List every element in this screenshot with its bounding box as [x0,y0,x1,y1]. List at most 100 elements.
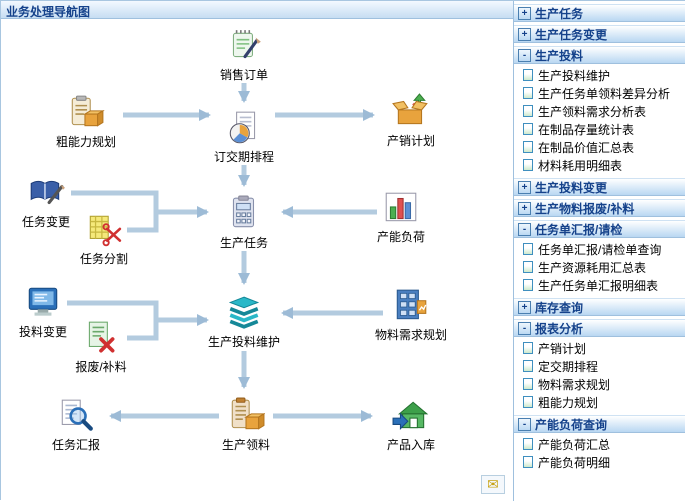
section-label: 库存查询 [535,300,584,315]
flowchart: 销售订单 粗能力规划 订交期排程 产销计划 [1,19,513,500]
expand-toggle-icon[interactable]: + [518,27,531,41]
sidebar-section-material-input[interactable]: - 生产投料 [514,46,685,64]
section-label: 任务单汇报/请检 [535,222,623,237]
node-task-change[interactable]: 任务变更 [1,174,91,230]
section-label: 报表分析 [535,321,584,336]
sidebar-item[interactable]: 生产投料维护 [521,66,685,84]
section-label: 生产任务 [535,6,584,21]
document-icon [523,123,533,135]
node-capacity-load[interactable]: 产能负荷 [356,189,446,245]
node-production-sales-plan[interactable]: 产销计划 [366,93,456,149]
sidebar-item[interactable]: 材料耗用明细表 [521,156,685,174]
section-label: 生产投料 [535,48,584,63]
sidebar-item[interactable]: 产能负荷汇总 [521,435,685,453]
sidebar-item[interactable]: 任务单汇报/请检单查询 [521,240,685,258]
node-label: 产销计划 [386,134,435,148]
expand-toggle-icon[interactable]: + [518,201,531,215]
expand-toggle-icon[interactable]: + [518,6,531,20]
sidebar-item-label: 物料需求规划 [538,377,611,392]
sidebar-section-production-task[interactable]: + 生产任务 [514,4,685,22]
collapse-toggle-icon[interactable]: - [518,321,531,335]
node-sales-order[interactable]: 销售订单 [199,27,289,83]
clipboard-box-icon [71,95,105,127]
node-scrap-replenish[interactable]: 报废/补料 [56,319,146,375]
bar-chart-icon [385,192,417,222]
sidebar-item[interactable]: 生产任务单汇报明细表 [521,276,685,294]
grid-sheet-scissors-icon [89,215,122,247]
magnifier-document-icon [61,399,93,431]
sidebar-item-label: 生产领料需求分析表 [538,104,647,119]
node-label: 生产任务 [219,236,268,250]
node-label: 任务分割 [79,252,128,266]
node-task-report[interactable]: 任务汇报 [31,397,121,453]
collapse-toggle-icon[interactable]: - [518,417,531,431]
sidebar-item[interactable]: 生产资源耗用汇总表 [521,258,685,276]
sidebar-item-label: 产能负荷汇总 [538,437,611,452]
monitor-icon [28,287,58,316]
expand-toggle-icon[interactable]: + [518,300,531,314]
sidebar-item-label: 在制品存量统计表 [538,122,635,137]
sidebar-item-label: 生产资源耗用汇总表 [538,260,647,275]
collapse-toggle-icon[interactable]: - [518,48,531,62]
node-label: 报废/补料 [75,360,127,374]
collapse-toggle-icon[interactable]: - [518,222,531,236]
node-material-input-maintain[interactable]: 生产投料维护 [199,294,289,350]
cabinet-chart-icon [396,289,427,320]
sidebar-item-label: 在制品价值汇总表 [538,140,635,155]
node-label: 粗能力规划 [55,135,116,149]
sidebar-section-task-report-inspect[interactable]: - 任务单汇报/请检 [514,220,685,238]
node-label: 生产领料 [221,438,270,452]
section-items: 任务单汇报/请检单查询 生产资源耗用汇总表 生产任务单汇报明细表 [514,238,685,295]
sidebar-section-material-input-change[interactable]: + 生产投料变更 [514,178,685,196]
document-icon [523,342,533,354]
node-material-requisition[interactable]: 生产领料 [201,397,291,453]
expand-toggle-icon[interactable]: + [518,180,531,194]
sidebar-section-report-analysis[interactable]: - 报表分析 [514,319,685,337]
node-material-input-change[interactable]: 投料变更 [0,284,88,340]
sidebar-item[interactable]: 产能负荷明细 [521,453,685,471]
section-items: 产销计划 定交期排程 物料需求规划 粗能力规划 [514,337,685,412]
node-delivery-scheduling[interactable]: 订交期排程 [199,109,289,165]
flow-arrows [67,83,383,422]
node-task-split[interactable]: 任务分割 [59,211,149,267]
node-label: 任务汇报 [51,438,100,452]
section-label: 产能负荷查询 [535,417,608,432]
sidebar-section-production-task-change[interactable]: + 生产任务变更 [514,25,685,43]
sidebar-section-capacity-load-query[interactable]: - 产能负荷查询 [514,415,685,433]
envelope-icon[interactable]: ✉ [481,475,505,494]
node-label: 任务变更 [21,215,70,229]
document-icon [523,360,533,372]
document-icon [523,456,533,468]
section-items: 产能负荷汇总 产能负荷明细 [514,433,685,472]
sidebar-item[interactable]: 粗能力规划 [521,393,685,411]
sidebar-item[interactable]: 产销计划 [521,339,685,357]
sidebar-item[interactable]: 在制品价值汇总表 [521,138,685,156]
sidebar-section-scrap-replenish[interactable]: + 生产物料报废/补料 [514,199,685,217]
document-icon [523,396,533,408]
layer-stack-icon [228,296,260,329]
sidebar-item[interactable]: 生产任务单领料差异分析 [521,84,685,102]
node-label: 产能负荷 [376,230,425,244]
document-icon [523,243,533,255]
document-icon [523,159,533,171]
node-mrp[interactable]: 物料需求规划 [366,287,456,343]
document-icon [523,141,533,153]
node-rough-capacity-planning[interactable]: 粗能力规划 [41,94,131,150]
node-label: 订交期排程 [213,150,274,164]
sidebar-item[interactable]: 生产领料需求分析表 [521,102,685,120]
clipboard-calculator-icon [232,195,255,228]
document-icon [523,87,533,99]
sidebar: + 生产任务 + 生产任务变更 - 生产投料 生产投料维护 生产任务单领料差异分… [513,1,685,501]
sheet-cross-icon [88,321,115,353]
node-product-warehouse-in[interactable]: 产品入库 [366,397,456,453]
node-production-task[interactable]: 生产任务 [199,195,289,251]
sidebar-item[interactable]: 在制品存量统计表 [521,120,685,138]
clipboard-carton-icon [231,397,265,430]
sidebar-section-inventory-query[interactable]: + 库存查询 [514,298,685,316]
open-box-arrow-icon [392,93,428,125]
sidebar-item-label: 生产任务单汇报明细表 [538,278,659,293]
sidebar-item[interactable]: 定交期排程 [521,357,685,375]
document-icon [523,438,533,450]
sidebar-item[interactable]: 物料需求规划 [521,375,685,393]
sidebar-item-label: 材料耗用明细表 [538,158,623,173]
